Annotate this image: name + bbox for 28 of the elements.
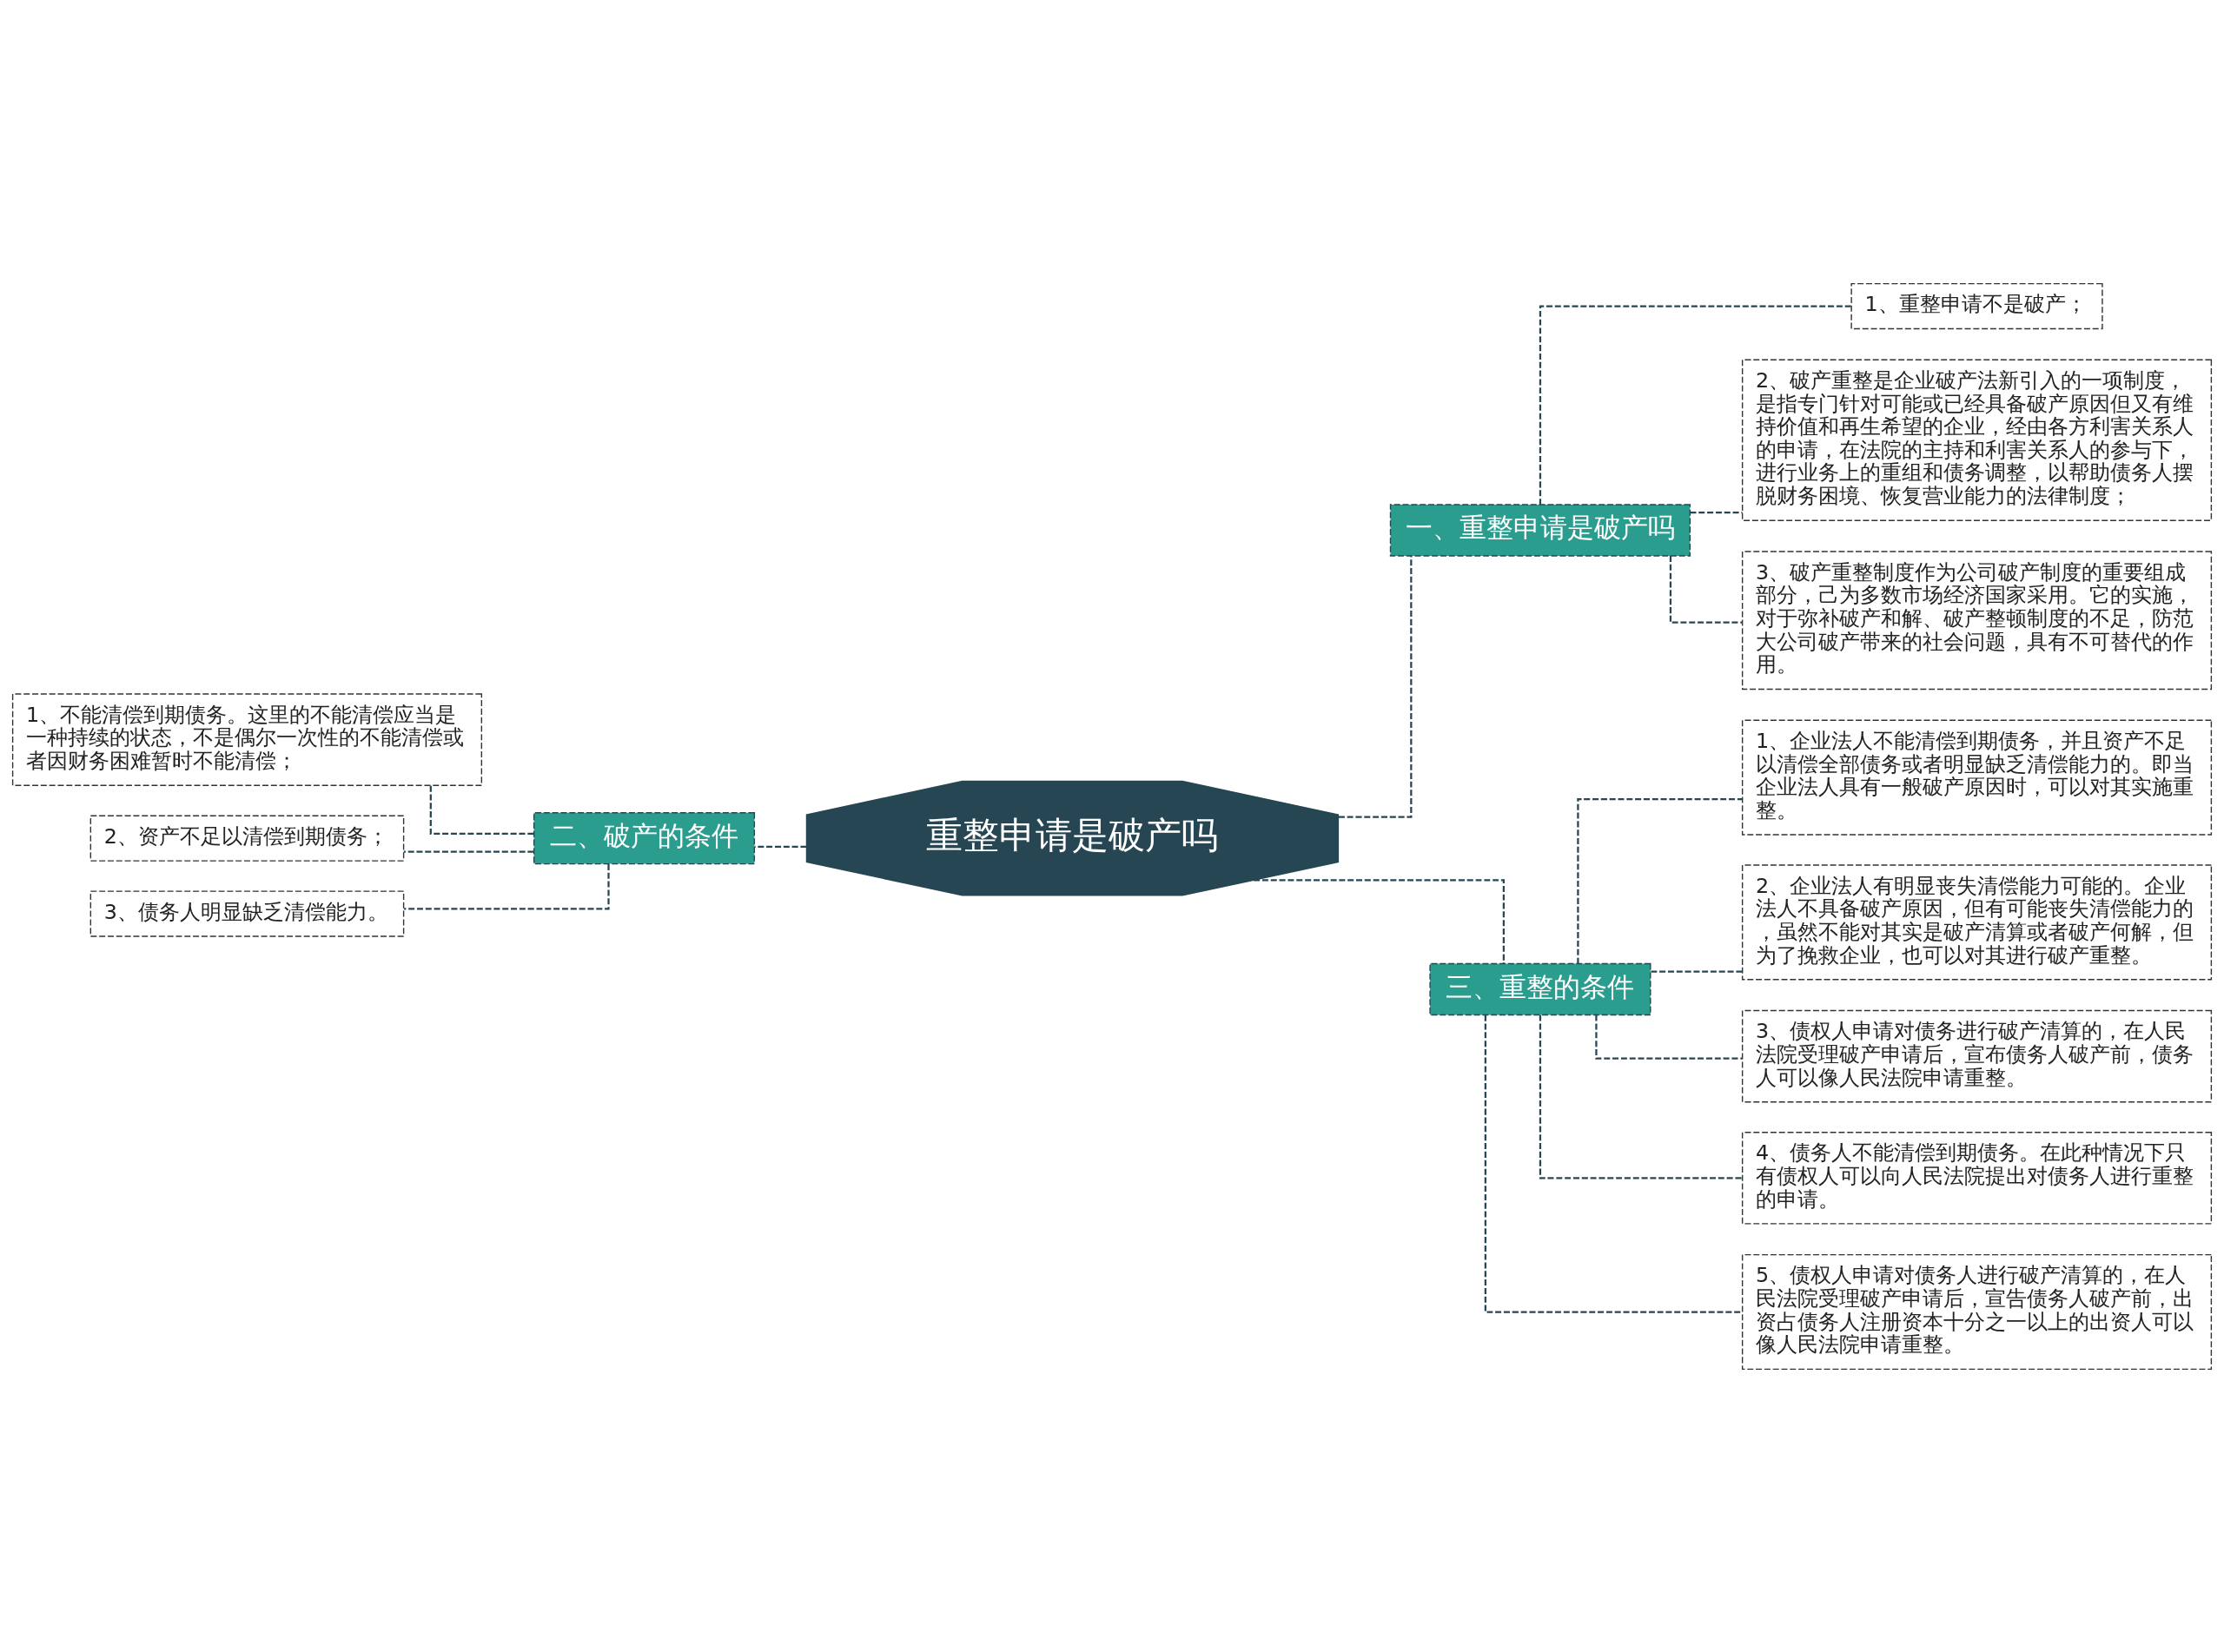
node-box: 2、企业法人有明显丧失清偿能力可能的。企业法人不具备破产原因，但有可能丧失清偿能力的，虽然不能对其实是破产清算或者破产何解，但为了挽救企业，也可以对其进行破产重整。 (1741, 863, 2213, 980)
node-box: 3、债权人申请对债务进行破产清算的，在人民法院受理破产申请后，宣布债务人破产前，债务人可以像人民法院申请重整。 (1741, 1009, 2213, 1102)
connector (1595, 1014, 1743, 1060)
connector (1690, 511, 1743, 513)
connector (1539, 304, 1851, 505)
node-box: 一、重整申请是破产吗 (1389, 503, 1691, 557)
connector (754, 845, 807, 848)
node-box: 3、破产重整制度作为公司破产制度的重要组成部分，己为多数市场经济国家采用。它的实施，对于弥补破产和解、破产整顿制度的不足，防范大公司破产带来的社会问题，具有不可替代的作用。 (1741, 550, 2213, 690)
node-box: 1、企业法人不能清偿到期债务，并且资产不足以清偿全部债务或者明显缺乏清偿能力的。即当企业法人具有一般破产原因时，可以对其实施重整。 (1741, 719, 2213, 836)
node-box: 二、破产的条件 (533, 811, 756, 864)
node-box: 2、破产重整是企业破产法新引入的一项制度，是指专门针对可能或已经具备破产原因但又有维持价值和再生希望的企业，经由各方利害关系人的申请，在法院的主持和利害关系人的参与下，进行业务上的重组和债务调整，以帮助债务人摆脱财务困境、恢复营业能力的法律制度； (1741, 359, 2213, 521)
node-box: 2、资产不足以清偿到期债务； (89, 815, 405, 862)
node-box: 5、债权人申请对债务人进行破产清算的，在人民法院受理破产申请后，宣告债务人破产前，出资占债务人注册资本十分之一以上的出资人可以像人民法院申请重整。 (1741, 1253, 2213, 1370)
node-box: 1、不能清偿到期债务。这里的不能清偿应当是一种持续的状态，不是偶尔一次性的不能清偿或者因财务困难暂时不能清偿； (11, 692, 483, 786)
connector (1338, 555, 1413, 818)
connector (1651, 970, 1743, 973)
connector (1577, 797, 1743, 963)
node-box: 3、债务人明显缺乏清偿能力。 (89, 889, 405, 937)
connector (404, 863, 610, 910)
node-box: 4、债务人不能清偿到期债务。在此种情况下只有债权人可以向人民法院提出对债务人进行重整的申请。 (1741, 1131, 2213, 1225)
connector (1484, 1014, 1743, 1313)
connector (1254, 878, 1505, 963)
connector (1539, 1014, 1743, 1179)
node-box: 三、重整的条件 (1429, 962, 1651, 1015)
connector (429, 785, 534, 835)
connector (403, 850, 534, 853)
connector (1669, 555, 1743, 624)
node-box: 1、重整申请不是破产； (1850, 282, 2103, 329)
